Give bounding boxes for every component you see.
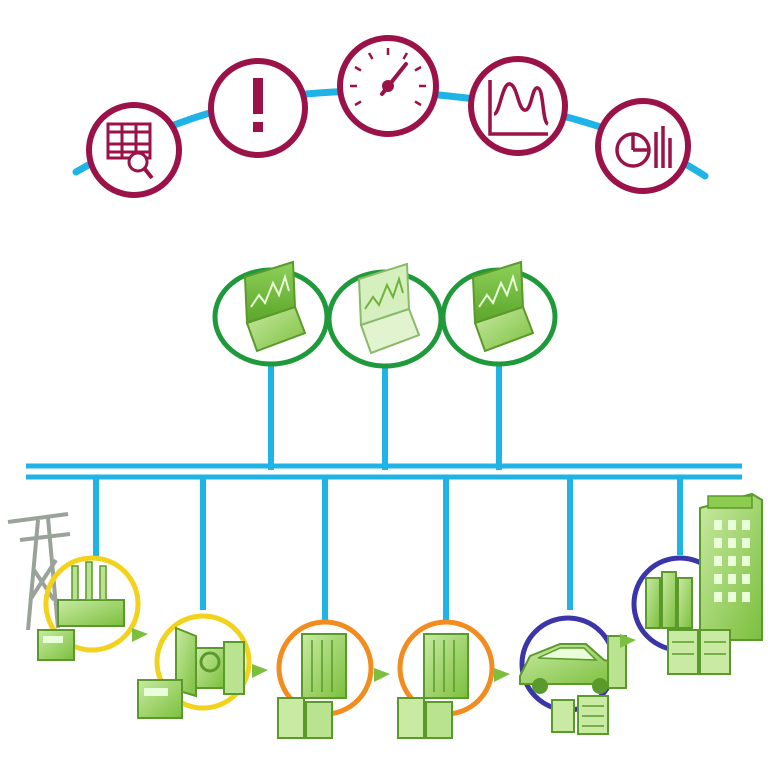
pie-bar-icon[interactable] [595,98,691,194]
power-plant-node[interactable] [7,512,148,661]
gauge-icon[interactable] [337,35,439,137]
transmission-tower-icon [7,512,71,631]
building-node[interactable] [631,492,763,675]
transmission-cabinet-node[interactable] [276,619,390,739]
building-icon [699,492,763,641]
workstation-laptop-2[interactable] [326,262,444,369]
network-bus [26,463,742,480]
alert-icon[interactable] [208,58,308,158]
calendar-search-icon[interactable] [86,102,182,198]
workstation-links [268,360,502,470]
workstation-laptop-1[interactable] [212,260,330,367]
workstation-laptop-3[interactable] [440,260,558,367]
substation-node[interactable] [137,613,268,719]
distribution-cabinet-node[interactable] [397,619,510,739]
electric-vehicle-node[interactable] [519,615,636,735]
waveform-icon[interactable] [468,56,568,156]
field-links [93,477,683,620]
